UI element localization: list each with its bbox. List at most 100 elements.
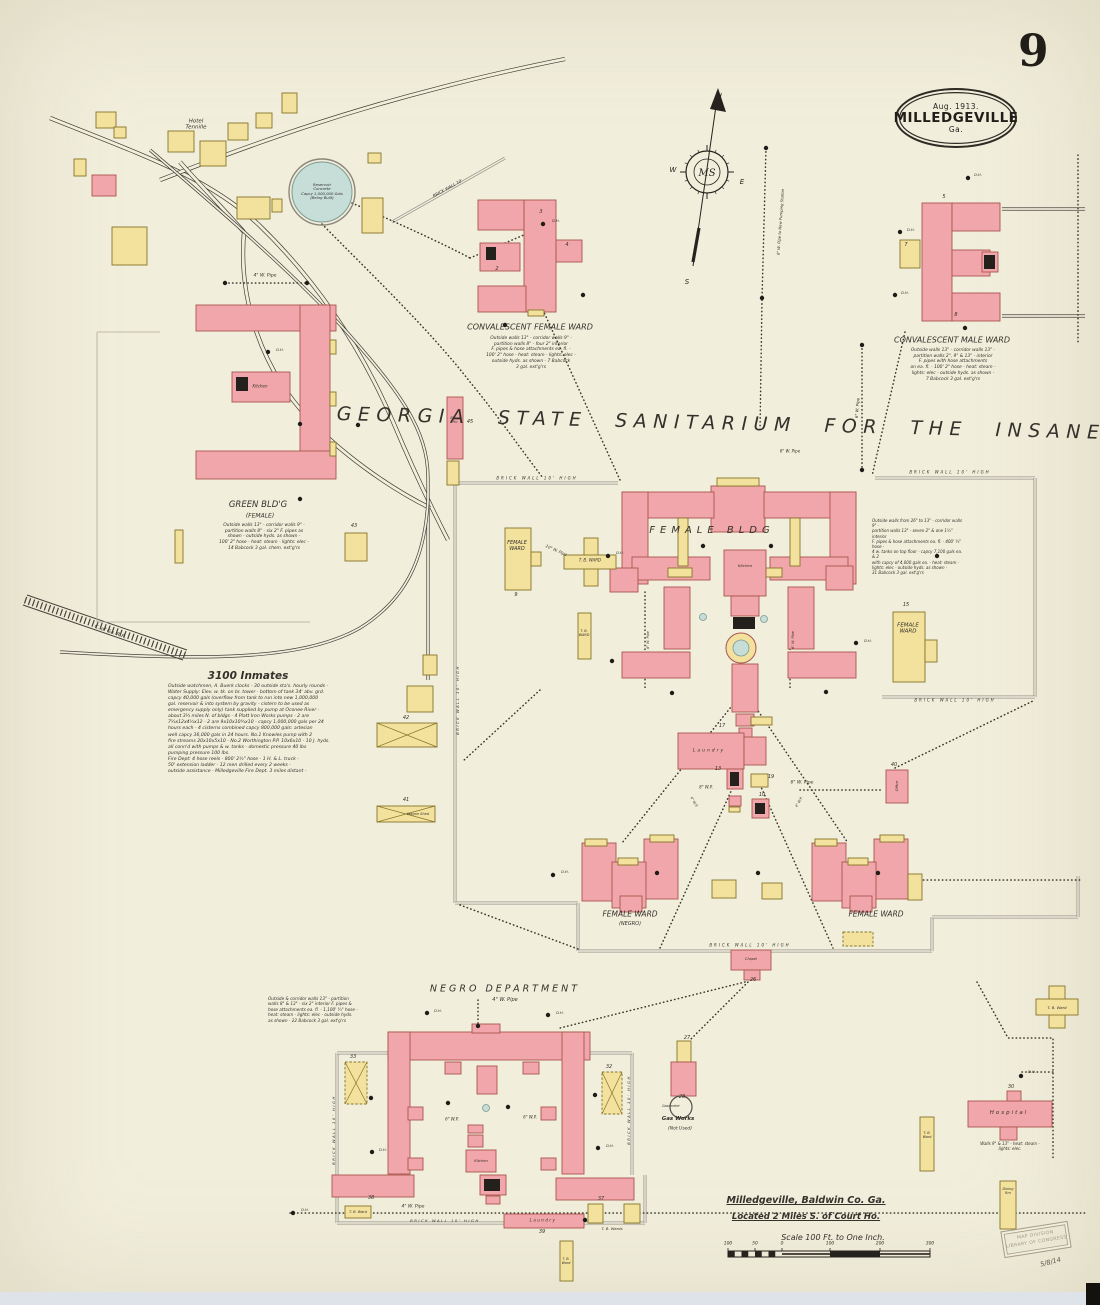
building-frame	[329, 391, 337, 407]
compass-tick	[684, 179, 688, 182]
hydrant-dot	[934, 553, 940, 559]
hydrant-dot	[875, 870, 881, 876]
building-brick	[465, 1149, 497, 1173]
building-brick	[885, 769, 909, 804]
hydrant-dot	[1018, 1073, 1024, 1079]
hydrant-dot	[475, 1023, 481, 1029]
building-brick	[811, 842, 847, 902]
building-frame	[649, 834, 675, 843]
hydrant-dot	[502, 322, 508, 328]
compass-w: W	[670, 166, 678, 174]
boiler-bars	[984, 255, 995, 269]
building-frame	[527, 309, 545, 317]
compass-tick	[726, 162, 730, 165]
hydrant-dot	[297, 421, 303, 427]
railroad	[149, 149, 429, 680]
water-pipe	[759, 299, 763, 433]
water-pipe	[542, 309, 621, 481]
building-frame	[1035, 998, 1079, 1016]
water-pipe	[689, 981, 749, 1041]
building-frame	[728, 806, 741, 813]
reservoir	[291, 161, 353, 223]
hydrant-dot	[550, 872, 556, 878]
compass-rose-icon: MS N W E S	[670, 88, 745, 286]
boiler-bars	[484, 1179, 500, 1191]
building-frame	[677, 517, 689, 567]
building-brick	[609, 567, 639, 593]
water-pipe	[321, 223, 544, 479]
compass-tick	[689, 154, 693, 158]
hydrant-dot	[669, 690, 675, 696]
compass-tick	[726, 179, 730, 182]
building-frame	[676, 1040, 692, 1063]
building-frame	[344, 1205, 372, 1219]
scan-corner-mark	[1086, 1283, 1100, 1305]
note-green-bldg: Outside walls 13" - corridor walls 9" - …	[219, 523, 309, 551]
scale-bar-line	[880, 1253, 930, 1255]
building-brick	[710, 485, 766, 533]
water-pipe	[894, 699, 1036, 769]
hydrant-dot	[304, 280, 310, 286]
hydrant-dot	[609, 658, 615, 664]
building-frame	[504, 527, 532, 591]
building-frame	[924, 639, 938, 663]
boiler-bars	[486, 247, 496, 260]
scale-bar-cell	[768, 1251, 776, 1257]
scale-bar-line	[782, 1253, 830, 1255]
hydrant-dot	[540, 221, 546, 227]
property-line	[96, 332, 310, 623]
building-brick	[522, 1061, 540, 1075]
building-brick	[1006, 1090, 1022, 1102]
hydrant-dot	[592, 1092, 598, 1098]
building-frame	[113, 126, 127, 139]
hydrant-dot	[853, 640, 859, 646]
inmates-note: Outside watchmen, A. Buerk clocks - 30 o…	[168, 684, 330, 774]
hydrant-dot	[505, 1104, 511, 1110]
building-frame	[271, 198, 283, 213]
water-pipe	[621, 701, 736, 844]
building-frame	[111, 226, 148, 266]
water-pipe	[459, 904, 579, 950]
building-brick	[555, 1177, 635, 1201]
building-frame	[577, 612, 592, 660]
building-brick	[555, 239, 583, 263]
building-brick	[849, 895, 873, 913]
building-brick	[467, 1134, 484, 1148]
building-frame	[847, 857, 869, 866]
road	[49, 116, 450, 541]
brick-wall	[391, 157, 506, 223]
building-brick	[723, 549, 767, 597]
railroad-hatched	[23, 596, 187, 659]
hydrant-dot	[297, 496, 303, 502]
compass-s: S	[685, 278, 690, 286]
building-frame	[367, 152, 382, 164]
building-brick	[387, 1031, 411, 1175]
hydrant-dot	[892, 292, 898, 298]
hydrant-dot	[265, 349, 271, 355]
water-pipe	[756, 777, 834, 949]
hydrant-dot	[755, 870, 761, 876]
inmates-title: 3100 Inmates	[207, 669, 289, 682]
building-brick	[581, 842, 617, 902]
building-brick	[476, 1065, 498, 1095]
building-brick	[951, 202, 1001, 232]
hydrant-dot	[290, 1210, 296, 1216]
building-frame	[999, 1180, 1017, 1230]
building-brick	[387, 1031, 591, 1061]
building-brick	[471, 1023, 501, 1034]
scale-bar-cell	[755, 1251, 762, 1257]
hydrant-dot	[445, 1100, 451, 1106]
note-convalescent-female: Outside walls 13" - corridor walls 9" - …	[486, 336, 576, 370]
building-frame	[422, 654, 438, 676]
compass-e: E	[740, 178, 745, 186]
hydrant-dot	[654, 870, 660, 876]
hydrant-dot	[580, 292, 586, 298]
building-frame	[329, 339, 337, 355]
hydrant-dot	[763, 145, 769, 151]
railroad	[59, 499, 429, 658]
building-brick	[195, 450, 337, 480]
footer-county-line: Milledgeville, Baldwin Co. Ga.	[726, 1195, 886, 1206]
scale-label: Scale 100 Ft. to One Inch.	[781, 1233, 885, 1242]
building-frame	[789, 517, 801, 567]
